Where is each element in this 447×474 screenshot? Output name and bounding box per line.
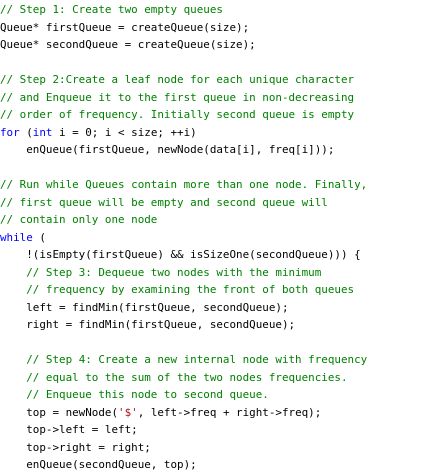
code-line: top = newNode('$', left->freq + right->f… <box>0 404 447 422</box>
code-text: i = 0; i < size; ++i) <box>52 125 197 139</box>
code-line: // Run while Queues contain more than on… <box>0 176 447 194</box>
code-comment: // first queue will be empty and second … <box>0 195 328 209</box>
code-text: , left->freq + right->freq); <box>137 405 322 419</box>
code-line <box>0 334 447 352</box>
code-line: top->left = left; <box>0 421 447 439</box>
code-text: top->right = right; <box>0 440 151 454</box>
code-line: right = findMin(firstQueue, secondQueue)… <box>0 316 447 334</box>
code-comment: // Step 1: Create two empty queues <box>0 3 223 16</box>
code-comment: // Run while Queues contain more than on… <box>0 178 368 191</box>
code-comment: // equal to the sum of the two nodes fre… <box>26 370 348 384</box>
code-line: // contain only one node <box>0 211 447 229</box>
code-keyword: for <box>0 125 20 139</box>
code-line: // Step 2:Create a leaf node for each un… <box>0 71 447 89</box>
code-line: // Step 4: Create a new internal node wi… <box>0 351 447 369</box>
code-line: // Enqueue this node to second queue. <box>0 386 447 404</box>
code-text <box>0 353 26 366</box>
code-line: // Step 3: Dequeue two nodes with the mi… <box>0 264 447 282</box>
code-line: // and Enqueue it to the first queue in … <box>0 89 447 107</box>
code-line <box>0 159 447 177</box>
code-line: left = findMin(firstQueue, secondQueue); <box>0 299 447 317</box>
code-text: right = findMin(firstQueue, secondQueue)… <box>0 318 296 331</box>
code-line: for (int i = 0; i < size; ++i) <box>0 124 447 142</box>
code-line <box>0 54 447 72</box>
code-string: '$' <box>118 405 138 419</box>
code-text <box>0 371 26 384</box>
code-text: Queue* secondQueue = createQueue(size); <box>0 38 256 51</box>
code-line: !(isEmpty(firstQueue) && isSizeOne(secon… <box>0 246 447 264</box>
code-text <box>0 388 26 401</box>
code-comment: // contain only one node <box>0 213 158 226</box>
code-comment: // Step 3: Dequeue two nodes with the mi… <box>26 265 322 279</box>
code-line: Queue* firstQueue = createQueue(size); <box>0 19 447 37</box>
code-line: // Step 1: Create two empty queues <box>0 1 447 19</box>
code-line: while ( <box>0 229 447 247</box>
code-text: ( <box>32 230 46 244</box>
code-comment: // Step 2:Create a leaf node for each un… <box>0 73 355 86</box>
code-text: !(isEmpty(firstQueue) && isSizeOne(secon… <box>0 248 361 261</box>
code-comment: // Step 4: Create a new internal node wi… <box>26 353 368 366</box>
code-line: // equal to the sum of the two nodes fre… <box>0 369 447 387</box>
code-line: enQueue(firstQueue, newNode(data[i], fre… <box>0 141 447 159</box>
code-text: Queue* firstQueue = createQueue(size); <box>0 20 250 34</box>
code-comment: // frequency by examining the front of b… <box>26 283 355 296</box>
code-text: top = newNode( <box>0 405 119 419</box>
code-line: // frequency by examining the front of b… <box>0 281 447 299</box>
code-text: top->left = left; <box>0 423 138 436</box>
code-text: enQueue(firstQueue, newNode(data[i], fre… <box>0 143 335 156</box>
code-text: enQueue(secondQueue, top); <box>0 458 197 471</box>
code-line: top->right = right; <box>0 439 447 457</box>
code-text: left = findMin(firstQueue, secondQueue); <box>0 300 289 314</box>
code-keyword: int <box>32 125 53 139</box>
code-keyword: while <box>0 230 33 244</box>
code-text <box>0 266 26 279</box>
code-comment: // and Enqueue it to the first queue in … <box>0 90 355 104</box>
code-comment: // Enqueue this node to second queue. <box>26 388 269 401</box>
code-text <box>0 283 26 296</box>
code-line: // first queue will be empty and second … <box>0 194 447 212</box>
code-line: Queue* secondQueue = createQueue(size); <box>0 36 447 54</box>
code-comment: // order of frequency. Initially second … <box>0 108 355 121</box>
code-text: ( <box>19 125 33 139</box>
code-line: // order of frequency. Initially second … <box>0 106 447 124</box>
